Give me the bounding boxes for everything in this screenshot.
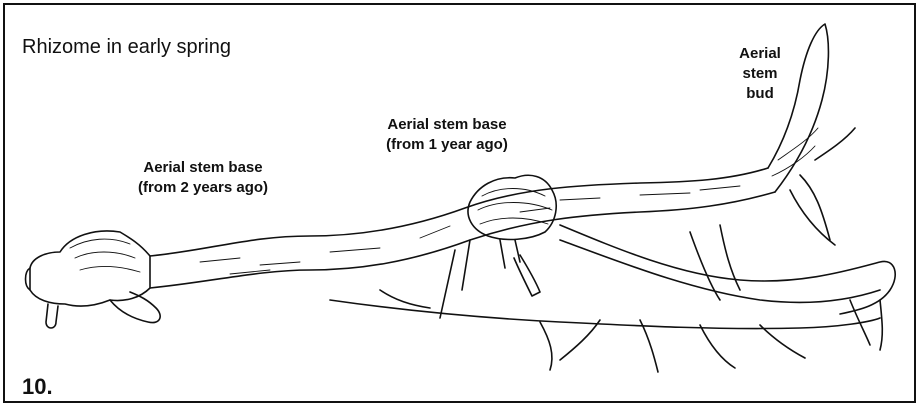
label-line: bud	[730, 84, 790, 104]
old-stem-base	[30, 231, 150, 306]
label-line: (from 2 years ago)	[128, 178, 278, 198]
rhizome-lower-edge	[150, 192, 775, 288]
root-4	[800, 175, 830, 240]
recent-stem-base	[468, 175, 556, 239]
label-stem-base-2-years: Aerial stem base (from 2 years ago)	[128, 158, 278, 198]
figure-title: Rhizome in early spring	[22, 36, 231, 59]
root-5	[790, 190, 835, 245]
label-line: (from 1 year ago)	[372, 135, 522, 155]
label-line: Aerial stem base	[128, 158, 278, 178]
figure-number: 10.	[22, 374, 53, 400]
label-line: Aerial stem base	[372, 115, 522, 135]
label-line: stem	[730, 64, 790, 84]
root-2	[560, 240, 880, 302]
label-aerial-stem-bud: Aerial stem bud	[730, 44, 790, 104]
root-6	[815, 128, 855, 160]
label-stem-base-1-year: Aerial stem base (from 1 year ago)	[372, 115, 522, 155]
label-line: Aerial	[730, 44, 790, 64]
root-1	[560, 225, 895, 314]
